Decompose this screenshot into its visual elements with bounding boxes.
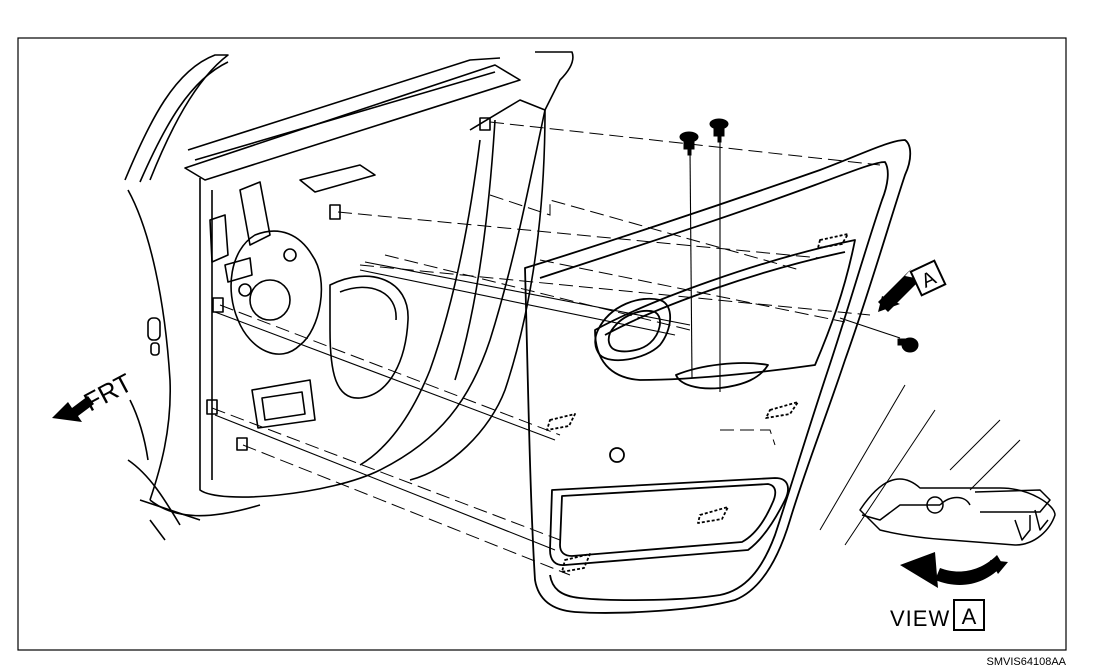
door-inner-panel [124,51,574,541]
view-a-callout-arrow: A [878,259,947,312]
assembly-lines [211,121,881,576]
front-arrow-icon [52,396,94,422]
rotate-arrow-icon [900,552,1008,588]
push-pin-fastener-2 [709,118,729,143]
figure-code: SMVIS64108AA [987,656,1067,668]
door-trim-panel [524,139,912,614]
view-a-detail [819,384,1056,546]
view-letter: A [962,604,977,629]
view-letter-box [953,599,985,631]
push-pin-fastener-1 [679,131,699,156]
front-label: FRT [79,367,137,417]
front-direction-indicator: FRT [52,367,137,422]
screw-fastener [897,337,919,353]
figure-border [17,37,1067,651]
view-label: VIEW [890,606,950,631]
callout-letter-box [909,259,947,297]
solid-guide-lines [214,140,901,551]
